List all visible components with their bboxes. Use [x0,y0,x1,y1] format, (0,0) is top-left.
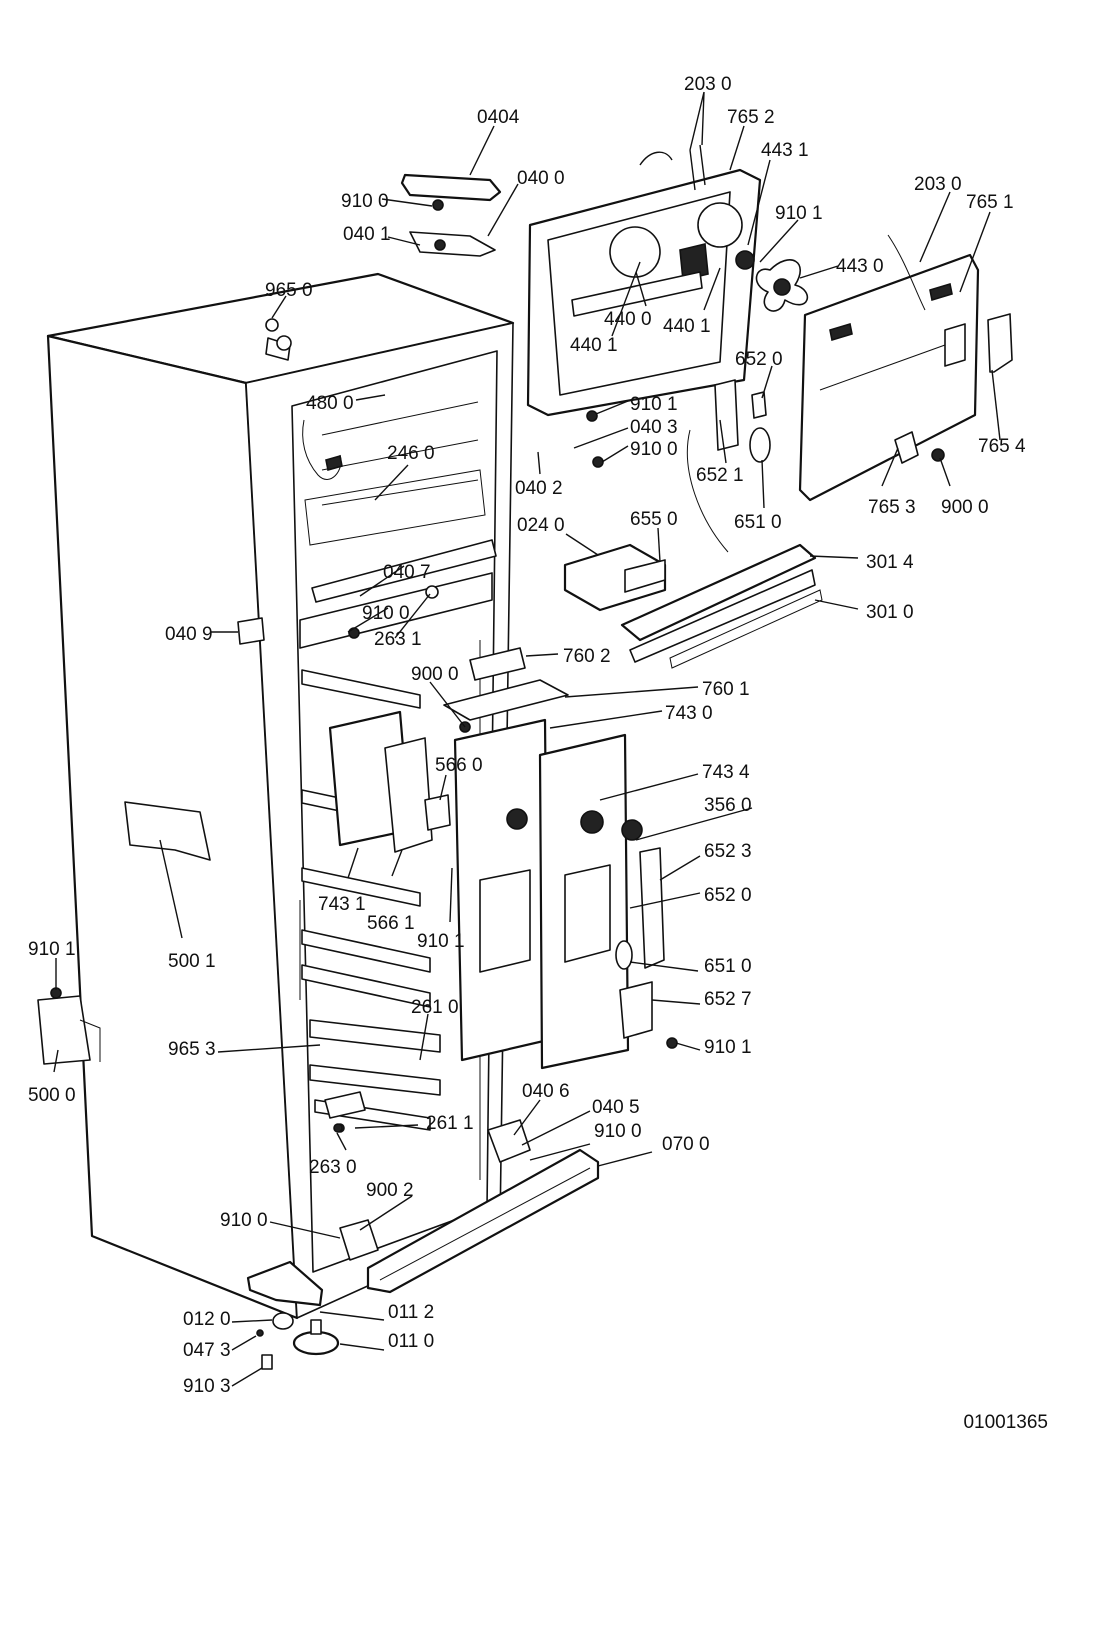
label-203-0-a: 203 0 [684,74,732,95]
label-910-0-e: 910 0 [220,1210,268,1231]
label-500-0: 500 0 [28,1085,76,1106]
label-443-1: 443 1 [761,140,809,161]
label-651-0-a: 651 0 [734,512,782,533]
label-652-0-a: 652 0 [735,349,783,370]
label-965-0: 965 0 [265,280,313,301]
label-040-2: 040 2 [515,478,563,499]
label-652-1: 652 1 [696,465,744,486]
door-bottom-070-0 [366,1119,600,1294]
handle-0404 [400,173,502,257]
control-panel-743-0 [453,718,550,1062]
label-652-0-b: 652 0 [704,885,752,906]
label-760-2: 760 2 [563,646,611,667]
label-965-3: 965 3 [168,1039,216,1060]
freezer-door-765-1 [798,234,1013,502]
label-047-3: 047 3 [183,1340,231,1361]
label-910-0-a: 910 0 [341,191,389,212]
label-910-0-c: 910 0 [362,603,410,624]
door-hinge-765-3 [894,431,945,464]
leader-lines [53,91,1001,1387]
label-652-3: 652 3 [704,841,752,862]
label-743-0: 743 0 [665,703,713,724]
label-910-1-b: 910 1 [630,394,678,415]
label-743-1: 743 1 [318,894,366,915]
label-440-1-b: 440 1 [663,316,711,337]
label-900-2: 900 2 [366,1180,414,1201]
side-parts [37,617,265,1065]
label-760-1: 760 1 [702,679,750,700]
label-011-2: 011 2 [388,1302,435,1323]
label-655-0: 655 0 [630,509,678,530]
label-040-6: 040 6 [522,1081,570,1102]
label-246-0: 246 0 [387,443,435,464]
cover-760-1 [443,647,569,721]
thermostat-box-024-0 [563,543,667,612]
label-910-1-d: 910 1 [28,939,76,960]
label-910-1-a: 910 1 [775,203,823,224]
label-0404: 0404 [477,107,520,128]
light-covers [615,819,665,1039]
label-040-7: 040 7 [383,562,431,583]
label-301-0: 301 0 [866,602,914,623]
label-040-3: 040 3 [630,417,678,438]
freezer-interior [302,401,497,603]
label-765-1: 765 1 [966,192,1014,213]
label-263-1: 263 1 [374,629,422,650]
fan-housing-765-2 [526,144,762,417]
label-652-7: 652 7 [704,989,752,1010]
label-910-0-d: 910 0 [594,1121,642,1142]
label-040-1: 040 1 [343,224,391,245]
label-743-4: 743 4 [702,762,750,783]
label-651-0-b: 651 0 [704,956,752,977]
label-024-0: 024 0 [517,515,565,536]
rail-301-4 [620,543,823,669]
label-070-0: 070 0 [662,1134,710,1155]
label-203-0-b: 203 0 [914,174,962,195]
inner-fittings [328,710,471,853]
label-500-1: 500 1 [168,951,216,972]
label-910-1-c: 910 1 [417,931,465,952]
label-910-3: 910 3 [183,1376,231,1397]
label-012-0: 012 0 [183,1309,231,1330]
control-panel-743-4 [538,733,630,1070]
label-040-9: 040 9 [165,624,213,645]
label-440-0: 440 0 [604,309,652,330]
label-765-3: 765 3 [868,497,916,518]
label-440-1-a: 440 1 [570,335,618,356]
label-910-1-e: 910 1 [704,1037,752,1058]
label-765-4: 765 4 [978,436,1026,457]
lamp-assembly-top [686,379,771,553]
label-566-1: 566 1 [367,913,415,934]
label-765-2: 765 2 [727,107,775,128]
label-040-5: 040 5 [592,1097,640,1118]
label-443-0: 443 0 [836,256,884,277]
fan-blade-443-0 [755,259,809,312]
label-261-1: 261 1 [426,1113,474,1134]
label-301-4: 301 4 [866,552,914,573]
label-900-0-b: 900 0 [411,664,459,685]
label-356-0: 356 0 [704,795,752,816]
label-263-0: 263 0 [309,1157,357,1178]
label-040-0: 040 0 [517,168,565,189]
label-910-0-b: 910 0 [630,439,678,460]
label-261-0: 261 0 [411,997,459,1018]
label-011-0: 011 0 [388,1331,435,1352]
label-566-0: 566 0 [435,755,483,776]
label-900-0-a: 900 0 [941,497,989,518]
document-id: 01001365 [963,1412,1048,1433]
label-480-0: 480 0 [306,393,354,414]
